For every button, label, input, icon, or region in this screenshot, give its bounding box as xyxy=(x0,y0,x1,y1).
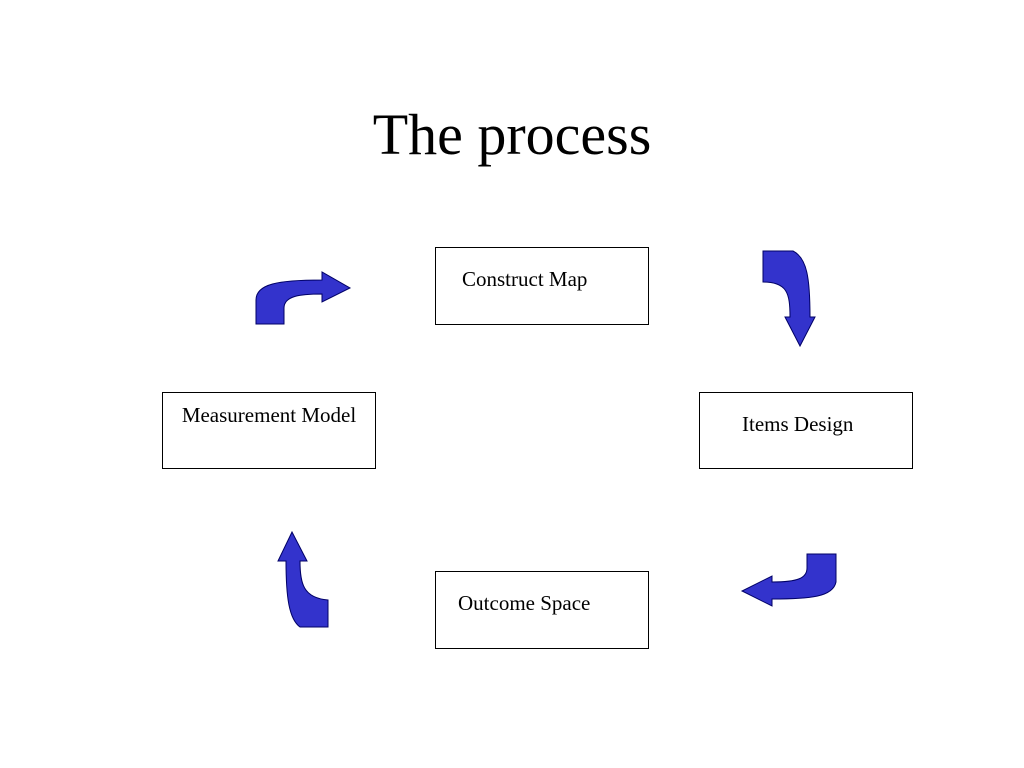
node-measurement-model: Measurement Model xyxy=(162,392,376,469)
node-label: Outcome Space xyxy=(458,591,591,615)
node-label: Items Design xyxy=(742,412,854,436)
node-label: Construct Map xyxy=(462,267,588,291)
node-outcome-space: Outcome Space xyxy=(435,571,649,649)
arrow-items-to-outcome xyxy=(740,553,837,607)
arrow-construct-to-items xyxy=(762,250,816,348)
arrow-outcome-to-measurement xyxy=(277,530,329,628)
slide-title: The process xyxy=(372,102,652,167)
node-construct-map: Construct Map xyxy=(435,247,649,325)
node-label: Measurement Model xyxy=(181,403,357,427)
arrow-measurement-to-construct xyxy=(255,271,352,325)
node-items-design: Items Design xyxy=(699,392,913,469)
